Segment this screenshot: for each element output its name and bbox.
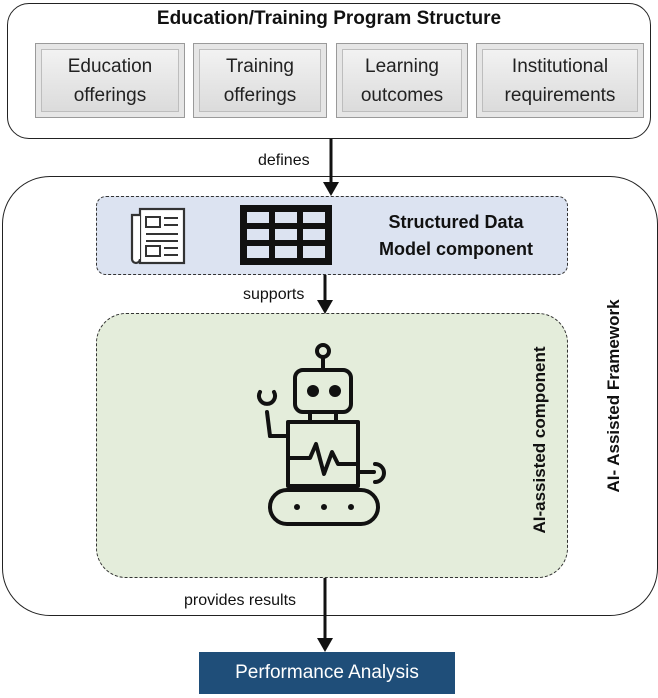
supports-arrowhead bbox=[317, 300, 333, 314]
defines-arrowhead bbox=[323, 182, 339, 196]
robot-icon bbox=[257, 343, 386, 526]
ai-assisted-component-box bbox=[96, 313, 568, 578]
table-grid-icon bbox=[240, 205, 332, 265]
provides-results-arrowhead bbox=[317, 638, 333, 652]
education-offerings-box: Education offerings bbox=[35, 43, 185, 118]
document-icon bbox=[130, 207, 186, 265]
defines-label: defines bbox=[258, 152, 310, 169]
structured-data-model-label: Structured Data Model component bbox=[379, 212, 533, 259]
provides-results-label: provides results bbox=[184, 592, 297, 609]
training-offerings-box: Training offerings bbox=[193, 43, 327, 118]
training-offerings-label: Training offerings bbox=[223, 55, 297, 106]
supports-label: supports bbox=[243, 286, 305, 303]
performance-analysis-label: Performance Analysis bbox=[235, 662, 419, 683]
institutional-requirements-box: Institutional requirements bbox=[476, 43, 644, 118]
learning-outcomes-box: Learning outcomes bbox=[336, 43, 468, 118]
institutional-requirements-label: Institutional requirements bbox=[504, 55, 616, 106]
learning-outcomes-label: Learning outcomes bbox=[360, 55, 444, 106]
performance-analysis-box: Performance Analysis bbox=[199, 652, 455, 694]
education-offerings-label: Education offerings bbox=[67, 55, 153, 106]
program-structure-title: Education/Training Program Structure bbox=[156, 8, 502, 29]
